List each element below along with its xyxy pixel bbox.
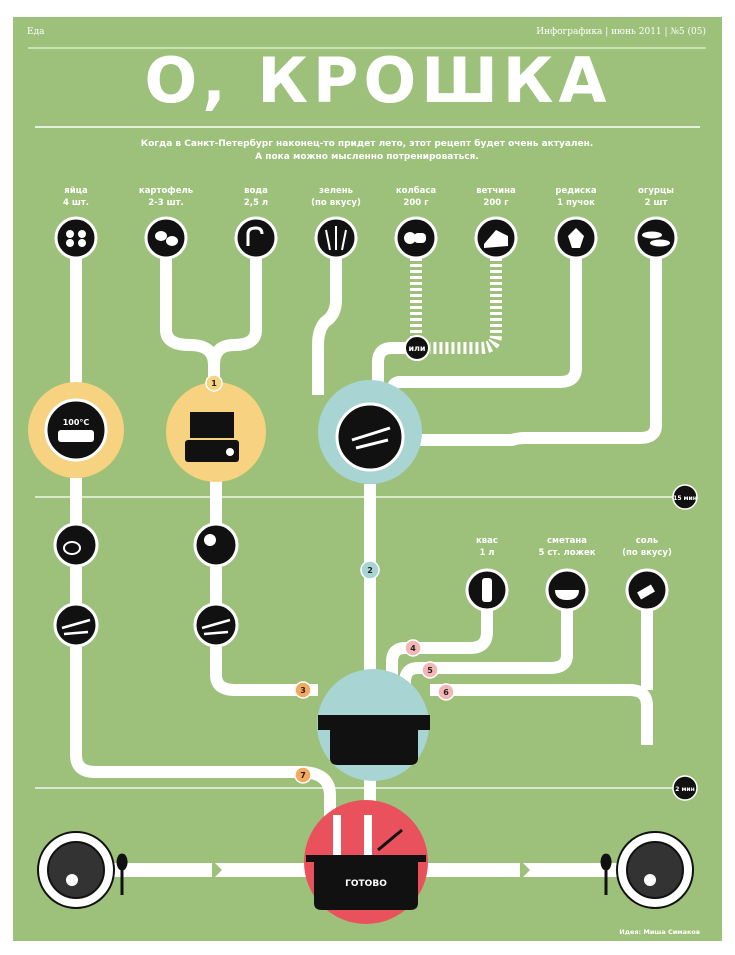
ingredient-sour-cream: сметана 5 ст. ложек <box>538 536 596 612</box>
ingredient-potato: картофель 2-3 шт. <box>139 186 193 260</box>
ingredient-salt: соль (по вкусу) <box>622 536 672 612</box>
eggs-icon <box>54 216 98 260</box>
ingredient-cucumber: огурцы 2 шт <box>634 186 678 260</box>
boil-potato-stage <box>166 382 266 482</box>
plate-left <box>37 831 128 909</box>
ingredient-radish: редиска 1 пучок <box>554 186 598 260</box>
step-badges: 1 2 3 4 5 6 7 или 15 мин 2 мин <box>205 335 698 801</box>
svg-text:яйца: яйца <box>64 186 88 196</box>
svg-text:4 шт.: 4 шт. <box>63 198 89 208</box>
svg-text:ветчина: ветчина <box>476 186 516 196</box>
chop-stage <box>318 380 422 484</box>
step-badge-7: 7 <box>300 771 306 780</box>
pot-icon <box>58 430 94 442</box>
done-stage: ГОТОВО <box>304 800 428 924</box>
timer-15-min: 15 мин <box>673 495 697 502</box>
step-badge-5: 5 <box>427 666 433 675</box>
chop-egg-icon <box>53 602 99 648</box>
spoon-icon <box>600 853 612 895</box>
process-icons <box>53 522 239 648</box>
peel-egg-icon <box>53 522 99 568</box>
section-label: Еда <box>27 27 45 37</box>
svg-text:колбаса: колбаса <box>396 185 437 196</box>
credit: Идея: Миша Симаков <box>619 928 700 936</box>
mixing-stage <box>317 669 430 781</box>
svg-text:вода: вода <box>244 186 268 196</box>
svg-text:200 г: 200 г <box>403 198 429 208</box>
svg-text:(по вкусу): (по вкусу) <box>311 198 361 208</box>
page-title: О, КРОШКА <box>145 44 612 117</box>
subtitle-line-2: А пока можно мысленно потренироваться. <box>255 152 479 162</box>
svg-text:огурцы: огурцы <box>638 186 674 196</box>
svg-text:сметана: сметана <box>547 536 587 546</box>
svg-text:200 г: 200 г <box>483 198 509 208</box>
stove-pot-icon <box>190 412 234 438</box>
svg-text:картофель: картофель <box>139 186 193 196</box>
svg-text:2 шт: 2 шт <box>645 198 668 208</box>
ingredient-eggs: яйца 4 шт. <box>54 186 98 260</box>
ingredient-water: вода 2,5 л <box>234 186 278 260</box>
stirring-spoon-icon <box>377 828 403 852</box>
extras-list: квас 1 л сметана 5 ст. ложек соль (по вкусу… <box>465 536 672 612</box>
svg-text:зелень: зелень <box>319 186 353 196</box>
svg-text:(по вкусу): (по вкусу) <box>622 548 672 558</box>
boil-temperature: 100°C <box>63 418 90 427</box>
step-badge-3: 3 <box>300 686 306 695</box>
or-badge: или <box>408 344 425 353</box>
ingredient-list: яйца 4 шт. картофель 2-3 шт. вода 2,5 л зел… <box>54 185 678 260</box>
step-badge-1: 1 <box>211 379 217 388</box>
subtitle-line-1: Когда в Санкт-Петербург наконец-то приде… <box>141 138 594 149</box>
svg-text:1 пучок: 1 пучок <box>557 198 595 208</box>
chop-potato-icon <box>193 602 239 648</box>
ingredient-greens: зелень (по вкусу) <box>311 186 361 260</box>
faucet-icon <box>234 216 278 260</box>
svg-text:2-3 шт.: 2-3 шт. <box>148 198 184 208</box>
svg-text:редиска: редиска <box>555 186 596 196</box>
done-label: ГОТОВО <box>345 879 387 889</box>
ingredient-kvass: квас 1 л <box>465 536 509 612</box>
step-badge-4: 4 <box>410 644 416 653</box>
step-badge-6: 6 <box>443 688 449 697</box>
issue-meta: Инфографика | июнь 2011 | №5 (05) <box>536 26 706 37</box>
final-pot-icon <box>306 855 426 910</box>
svg-text:2,5 л: 2,5 л <box>244 198 268 208</box>
ingredient-sausage: колбаса 200 г <box>394 185 438 260</box>
peel-potato-icon <box>193 522 239 568</box>
big-pot-icon <box>318 715 430 765</box>
spoon-icon <box>116 853 128 895</box>
timer-2-min: 2 мин <box>675 786 695 793</box>
ingredient-ham: ветчина 200 г <box>474 186 518 260</box>
boil-eggs-stage: 100°C <box>28 382 124 478</box>
step-badge-2: 2 <box>367 566 373 575</box>
knife-chopping-icon <box>351 426 391 450</box>
svg-text:5 ст. ложек: 5 ст. ложек <box>538 548 595 558</box>
plate-right <box>600 831 694 909</box>
svg-text:1 л: 1 л <box>479 548 494 558</box>
svg-text:квас: квас <box>476 536 498 546</box>
svg-text:соль: соль <box>636 536 658 546</box>
